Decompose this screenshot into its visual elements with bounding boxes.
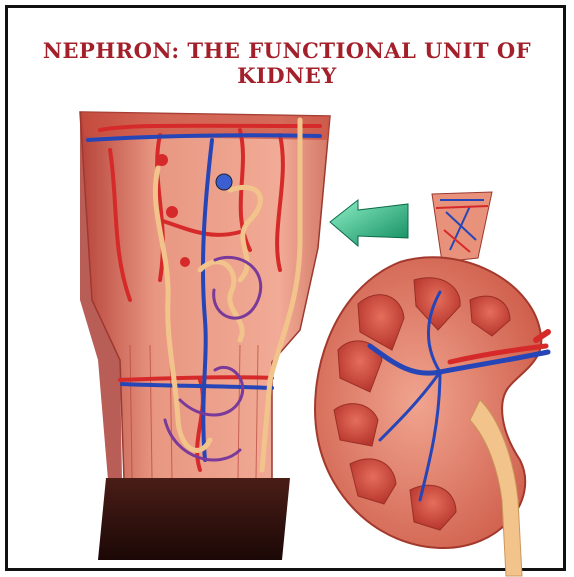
bowman-capsule [216, 174, 232, 190]
glomerulus-1 [156, 154, 168, 166]
arrow-left-icon [330, 200, 408, 246]
glomerulus-2 [166, 206, 178, 218]
glomerulus-3 [180, 257, 190, 267]
kidney-cross-section [315, 192, 548, 576]
